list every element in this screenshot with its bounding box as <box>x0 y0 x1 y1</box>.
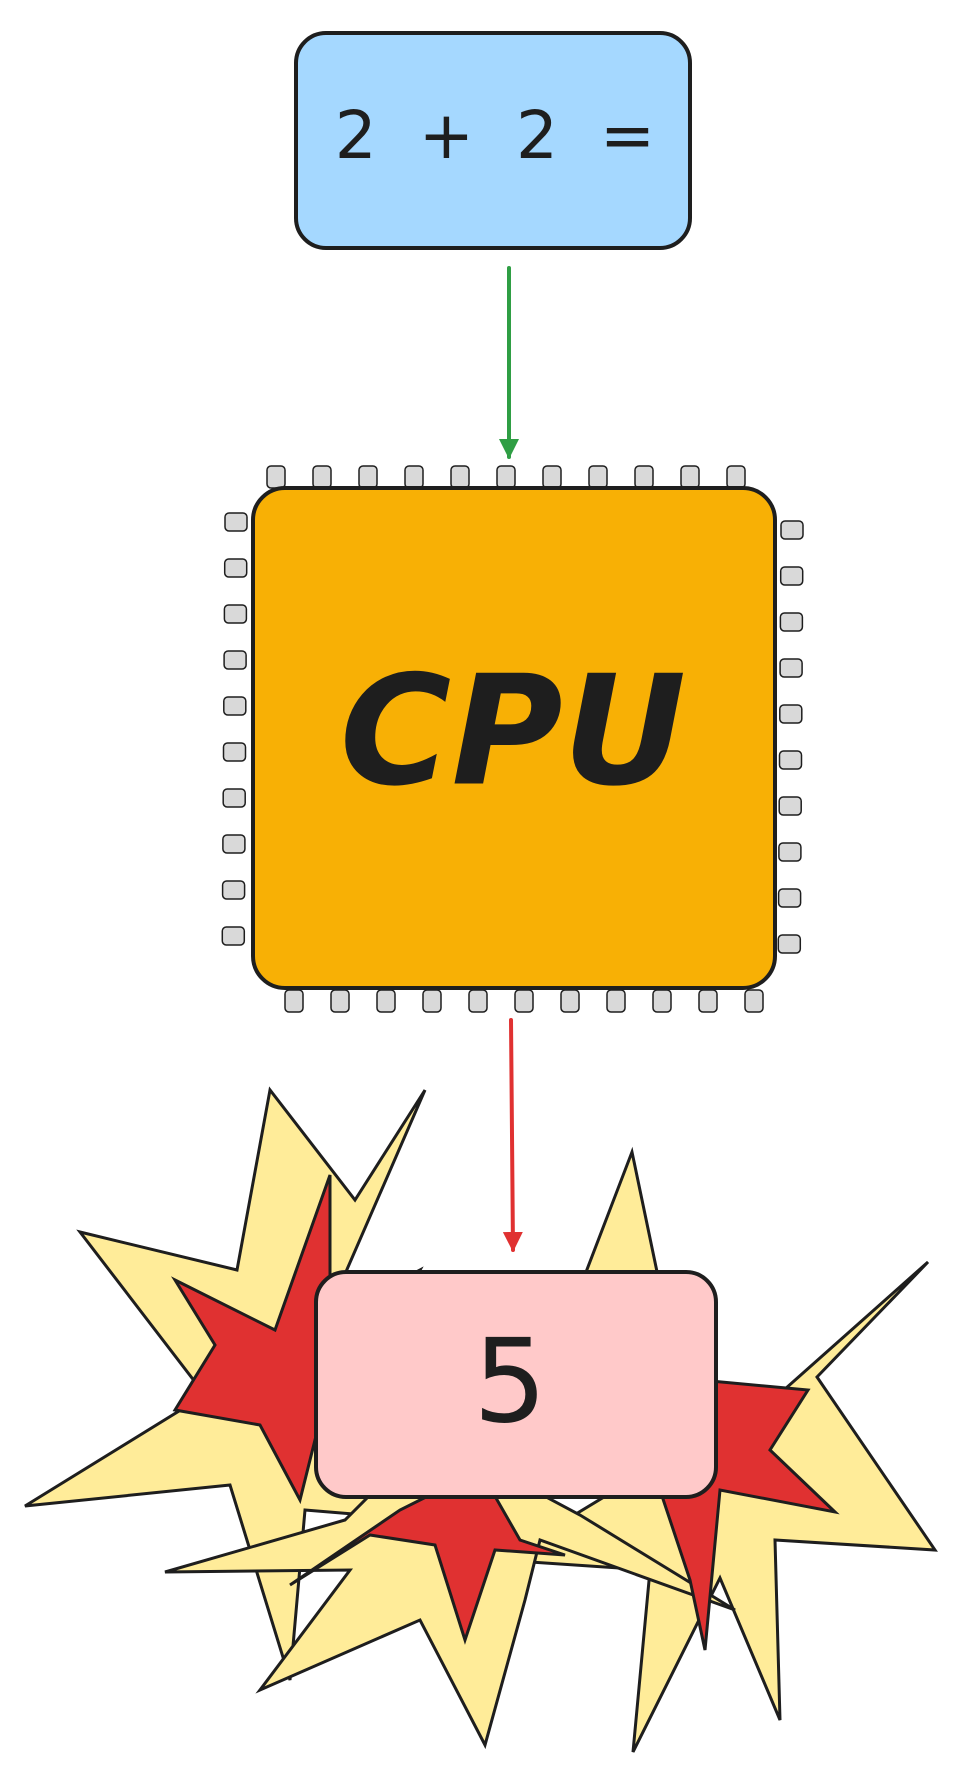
cpu-pin-top <box>588 465 608 489</box>
cpu-pin-left <box>221 880 246 900</box>
cpu-pin-left <box>223 604 248 624</box>
cpu-pin-right <box>778 796 802 816</box>
cpu-label: CPU <box>340 643 686 820</box>
cpu-pin-bottom <box>330 989 350 1013</box>
cpu-pin-bottom <box>376 989 396 1013</box>
cpu-pin-right <box>779 612 804 632</box>
cpu-body <box>251 486 777 990</box>
cpu-pin-top <box>404 465 424 489</box>
cpu-pin-right <box>778 842 802 862</box>
cpu-pin-bottom <box>744 989 764 1013</box>
cpu-pin-left <box>223 650 247 670</box>
cpu-pin-bottom <box>652 989 672 1013</box>
cpu-pin-top <box>496 465 516 489</box>
cpu-pin-right <box>777 934 802 954</box>
cpu-pin-left <box>222 742 247 762</box>
cpu-pin-right <box>777 888 802 908</box>
cpu-pin-top <box>726 465 746 489</box>
cpu-pin-top <box>358 465 378 489</box>
input-expression-box: 2 + 2 = <box>294 31 692 250</box>
cpu-pin-top <box>450 465 470 489</box>
cpu-pin-bottom <box>514 989 534 1013</box>
cpu-chip: CPU <box>221 465 804 1013</box>
input-box-shape <box>294 31 692 250</box>
cpu-pin-left <box>221 926 246 946</box>
cpu-pin-top <box>634 465 654 489</box>
cpu-pin-bottom <box>422 989 442 1013</box>
cpu-pin-top <box>542 465 562 489</box>
cpu-pin-left <box>223 696 247 716</box>
cpu-pin-bottom <box>698 989 718 1013</box>
cpu-pin-top <box>680 465 700 489</box>
arrow-cpu-to-output <box>502 1018 523 1252</box>
cpu-pin-bottom <box>468 989 488 1013</box>
cpu-pin-right <box>779 704 803 724</box>
cpu-pin-bottom <box>560 989 580 1013</box>
output-result-box: 5 <box>314 1270 718 1499</box>
cpu-pin-top <box>266 465 286 489</box>
cpu-pin-right <box>780 520 804 540</box>
cpu-pin-bottom <box>606 989 626 1013</box>
cpu-pin-right <box>778 750 803 770</box>
input-expression-text: 2 + 2 = <box>335 97 655 174</box>
cpu-pin-top <box>312 465 332 489</box>
output-result-text: 5 <box>473 1315 547 1450</box>
cpu-pin-bottom <box>284 989 304 1013</box>
cpu-pin-left <box>222 788 246 808</box>
cpu-pin-right <box>779 658 803 678</box>
cpu-pin-left <box>222 834 246 854</box>
output-box-shape <box>314 1270 718 1499</box>
cpu-pin-left <box>223 558 248 578</box>
cpu-pin-right <box>779 566 804 586</box>
cpu-pin-left <box>224 512 248 532</box>
